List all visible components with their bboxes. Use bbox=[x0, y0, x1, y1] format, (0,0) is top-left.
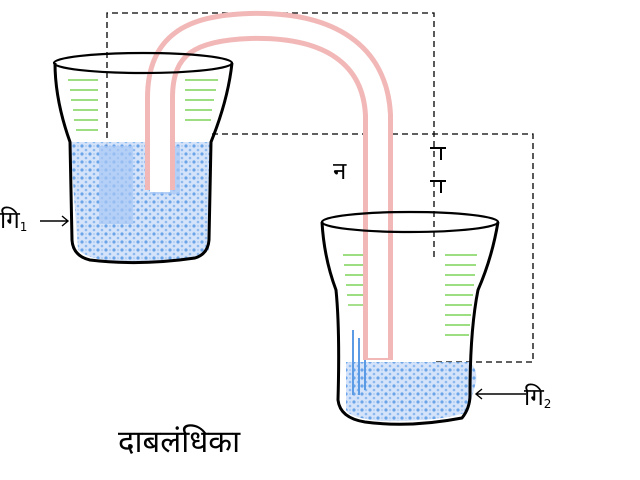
label-arrows bbox=[40, 215, 526, 400]
right-vessel-label-text: गि bbox=[524, 383, 544, 411]
height-label: न bbox=[333, 157, 347, 185]
left-vessel-label-subscript: 1 bbox=[19, 220, 28, 234]
right-vessel-label-subscript: 2 bbox=[543, 397, 552, 411]
siphon-tube-bore bbox=[150, 15, 388, 358]
right-vessel bbox=[320, 210, 500, 426]
right-vessel-graduations bbox=[343, 254, 477, 336]
right-vessel-water bbox=[346, 362, 477, 422]
left-vessel-label: गि1 bbox=[0, 203, 27, 236]
arrow-left-vessel bbox=[40, 215, 70, 227]
right-vessel-label: गि2 bbox=[524, 380, 551, 413]
arrow-right-vessel bbox=[474, 388, 526, 400]
dashed-top-level bbox=[106, 12, 435, 258]
left-vessel-water bbox=[70, 142, 212, 263]
diagram-title: दाबलंधिका bbox=[118, 424, 241, 460]
left-vessel-graduations bbox=[68, 79, 218, 131]
left-vessel-label-text: गि bbox=[0, 206, 20, 234]
left-vessel bbox=[52, 51, 234, 265]
height-marks bbox=[430, 147, 446, 193]
